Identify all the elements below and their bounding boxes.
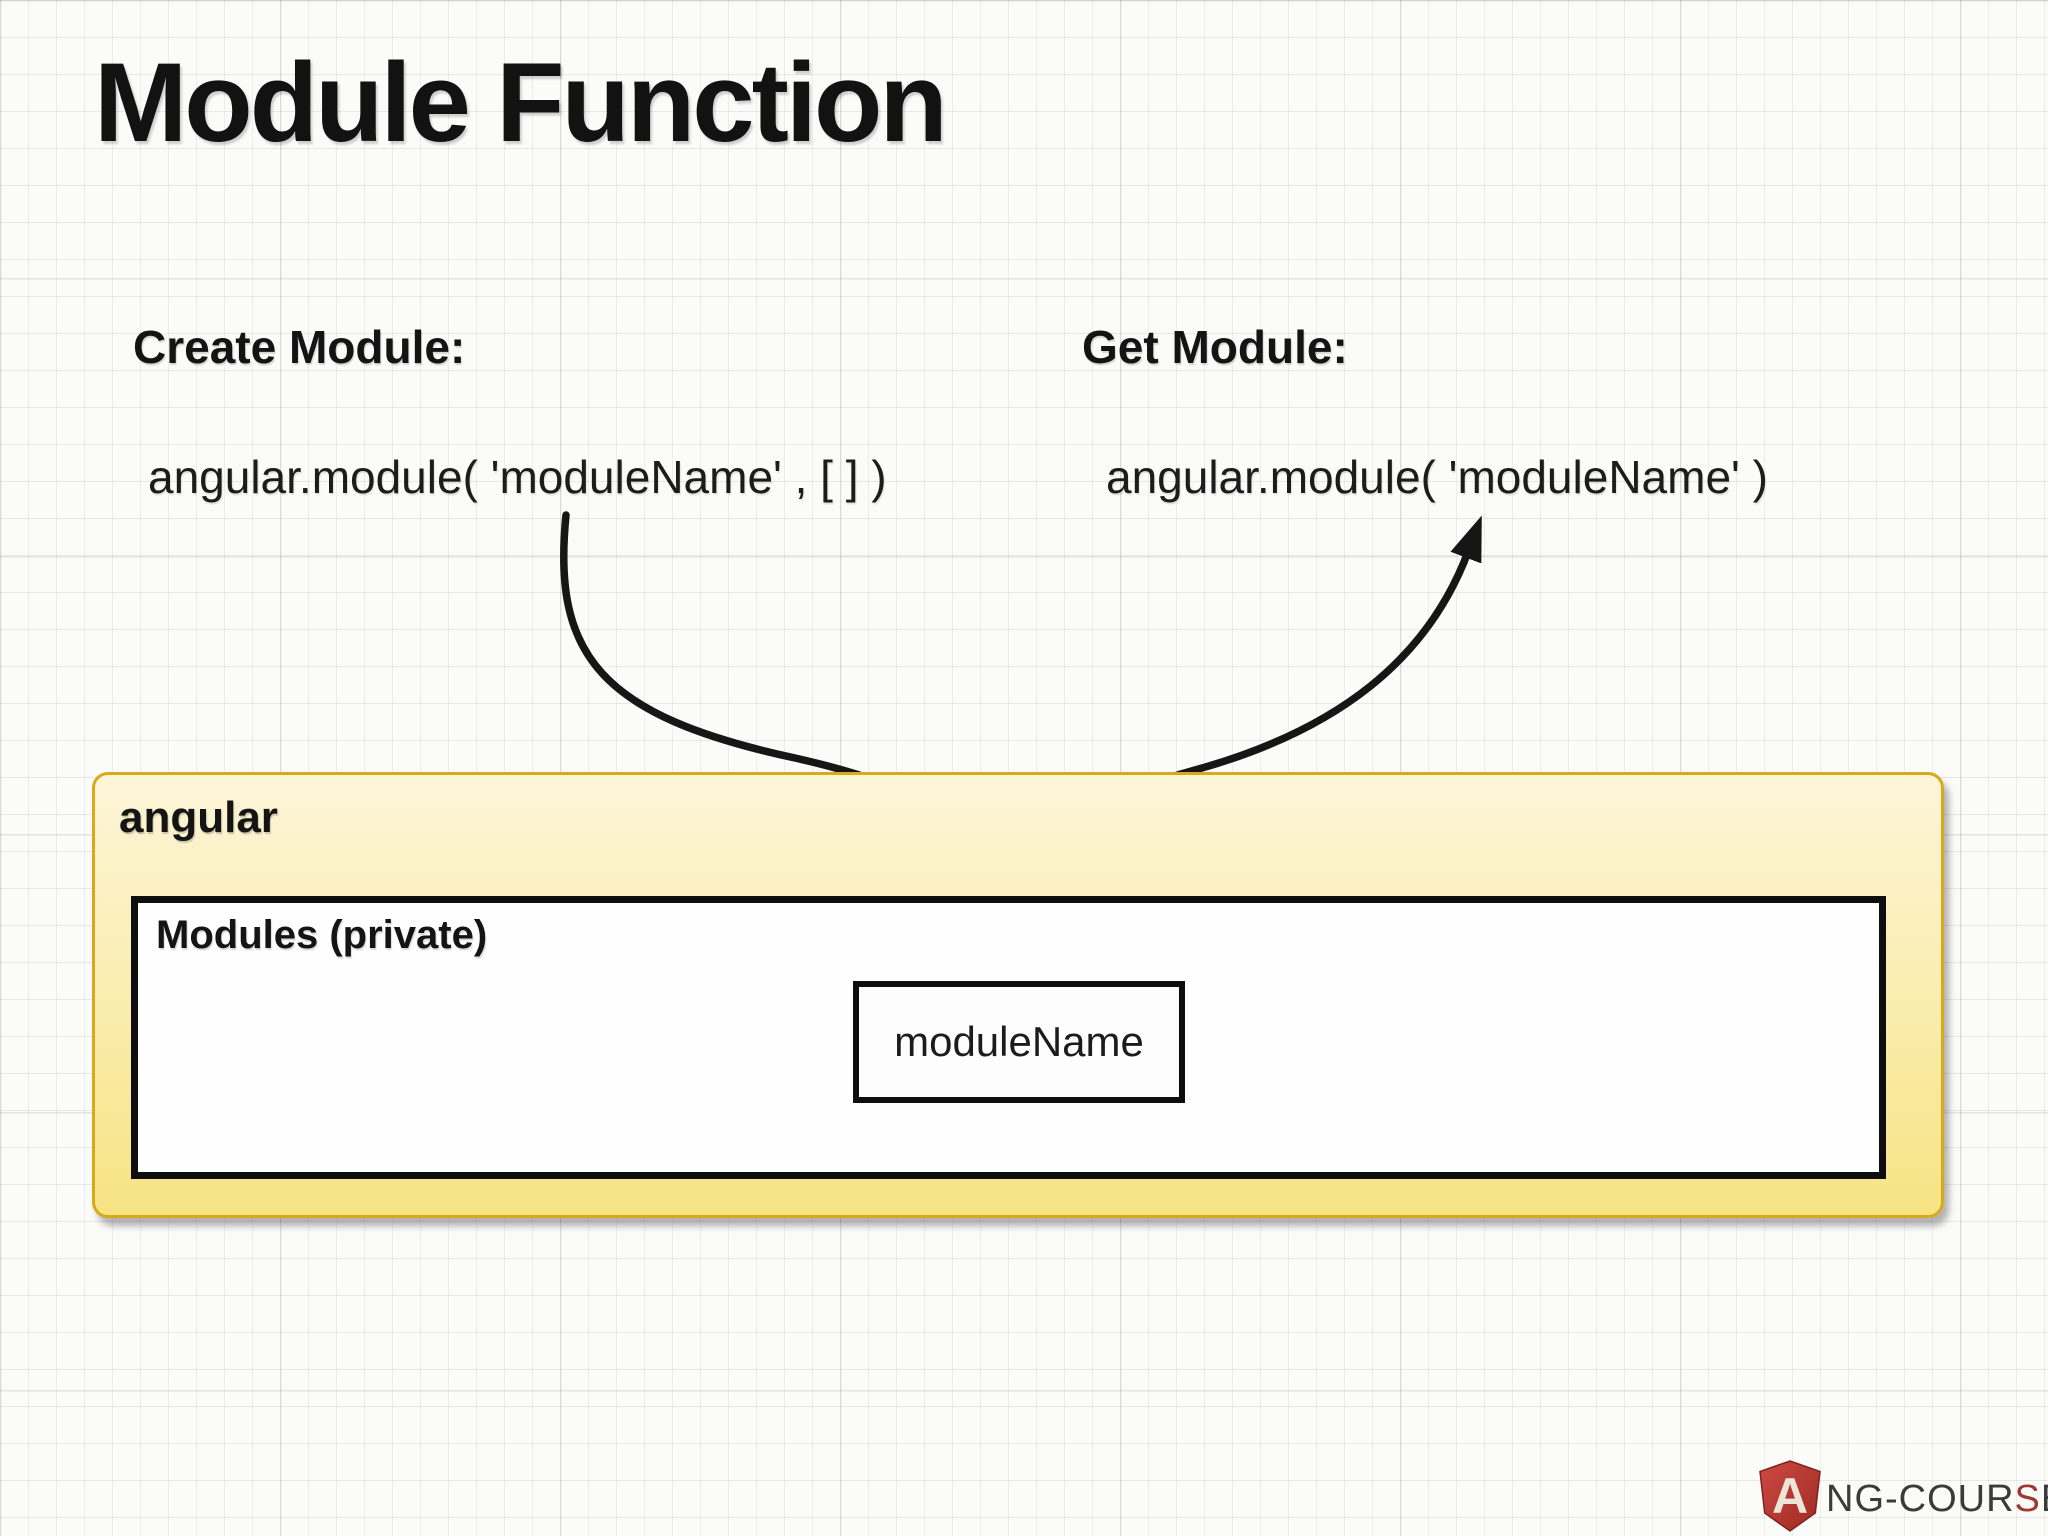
ang-course-logo: A NG-COURSE [1758, 1460, 2048, 1532]
angular-container-label: angular [119, 793, 278, 842]
module-name-box: moduleName [853, 981, 1185, 1103]
modules-private-box: Modules (private) moduleName [131, 896, 1886, 1179]
shield-letter: A [1772, 1468, 1808, 1524]
page-title: Module Function [94, 40, 948, 165]
module-name-label: moduleName [894, 1018, 1144, 1065]
create-module-heading: Create Module: [133, 321, 466, 373]
logo-text-before: NG-COUR [1826, 1477, 2015, 1520]
angular-shield-icon: A [1759, 1460, 1821, 1532]
angular-container-box: angular Modules (private) moduleName [92, 772, 1944, 1218]
logo-text-after: E [2041, 1478, 2048, 1520]
create-module-code: angular.module( 'moduleName' , [ ] ) [148, 451, 887, 503]
get-module-code: angular.module( 'moduleName' ) [1106, 451, 1768, 503]
logo-text-red-letter: S [2014, 1477, 2041, 1520]
get-module-heading: Get Module: [1082, 321, 1348, 373]
logo-text: NG-COURSE [1826, 1478, 2048, 1521]
modules-private-label: Modules (private) [156, 913, 488, 957]
